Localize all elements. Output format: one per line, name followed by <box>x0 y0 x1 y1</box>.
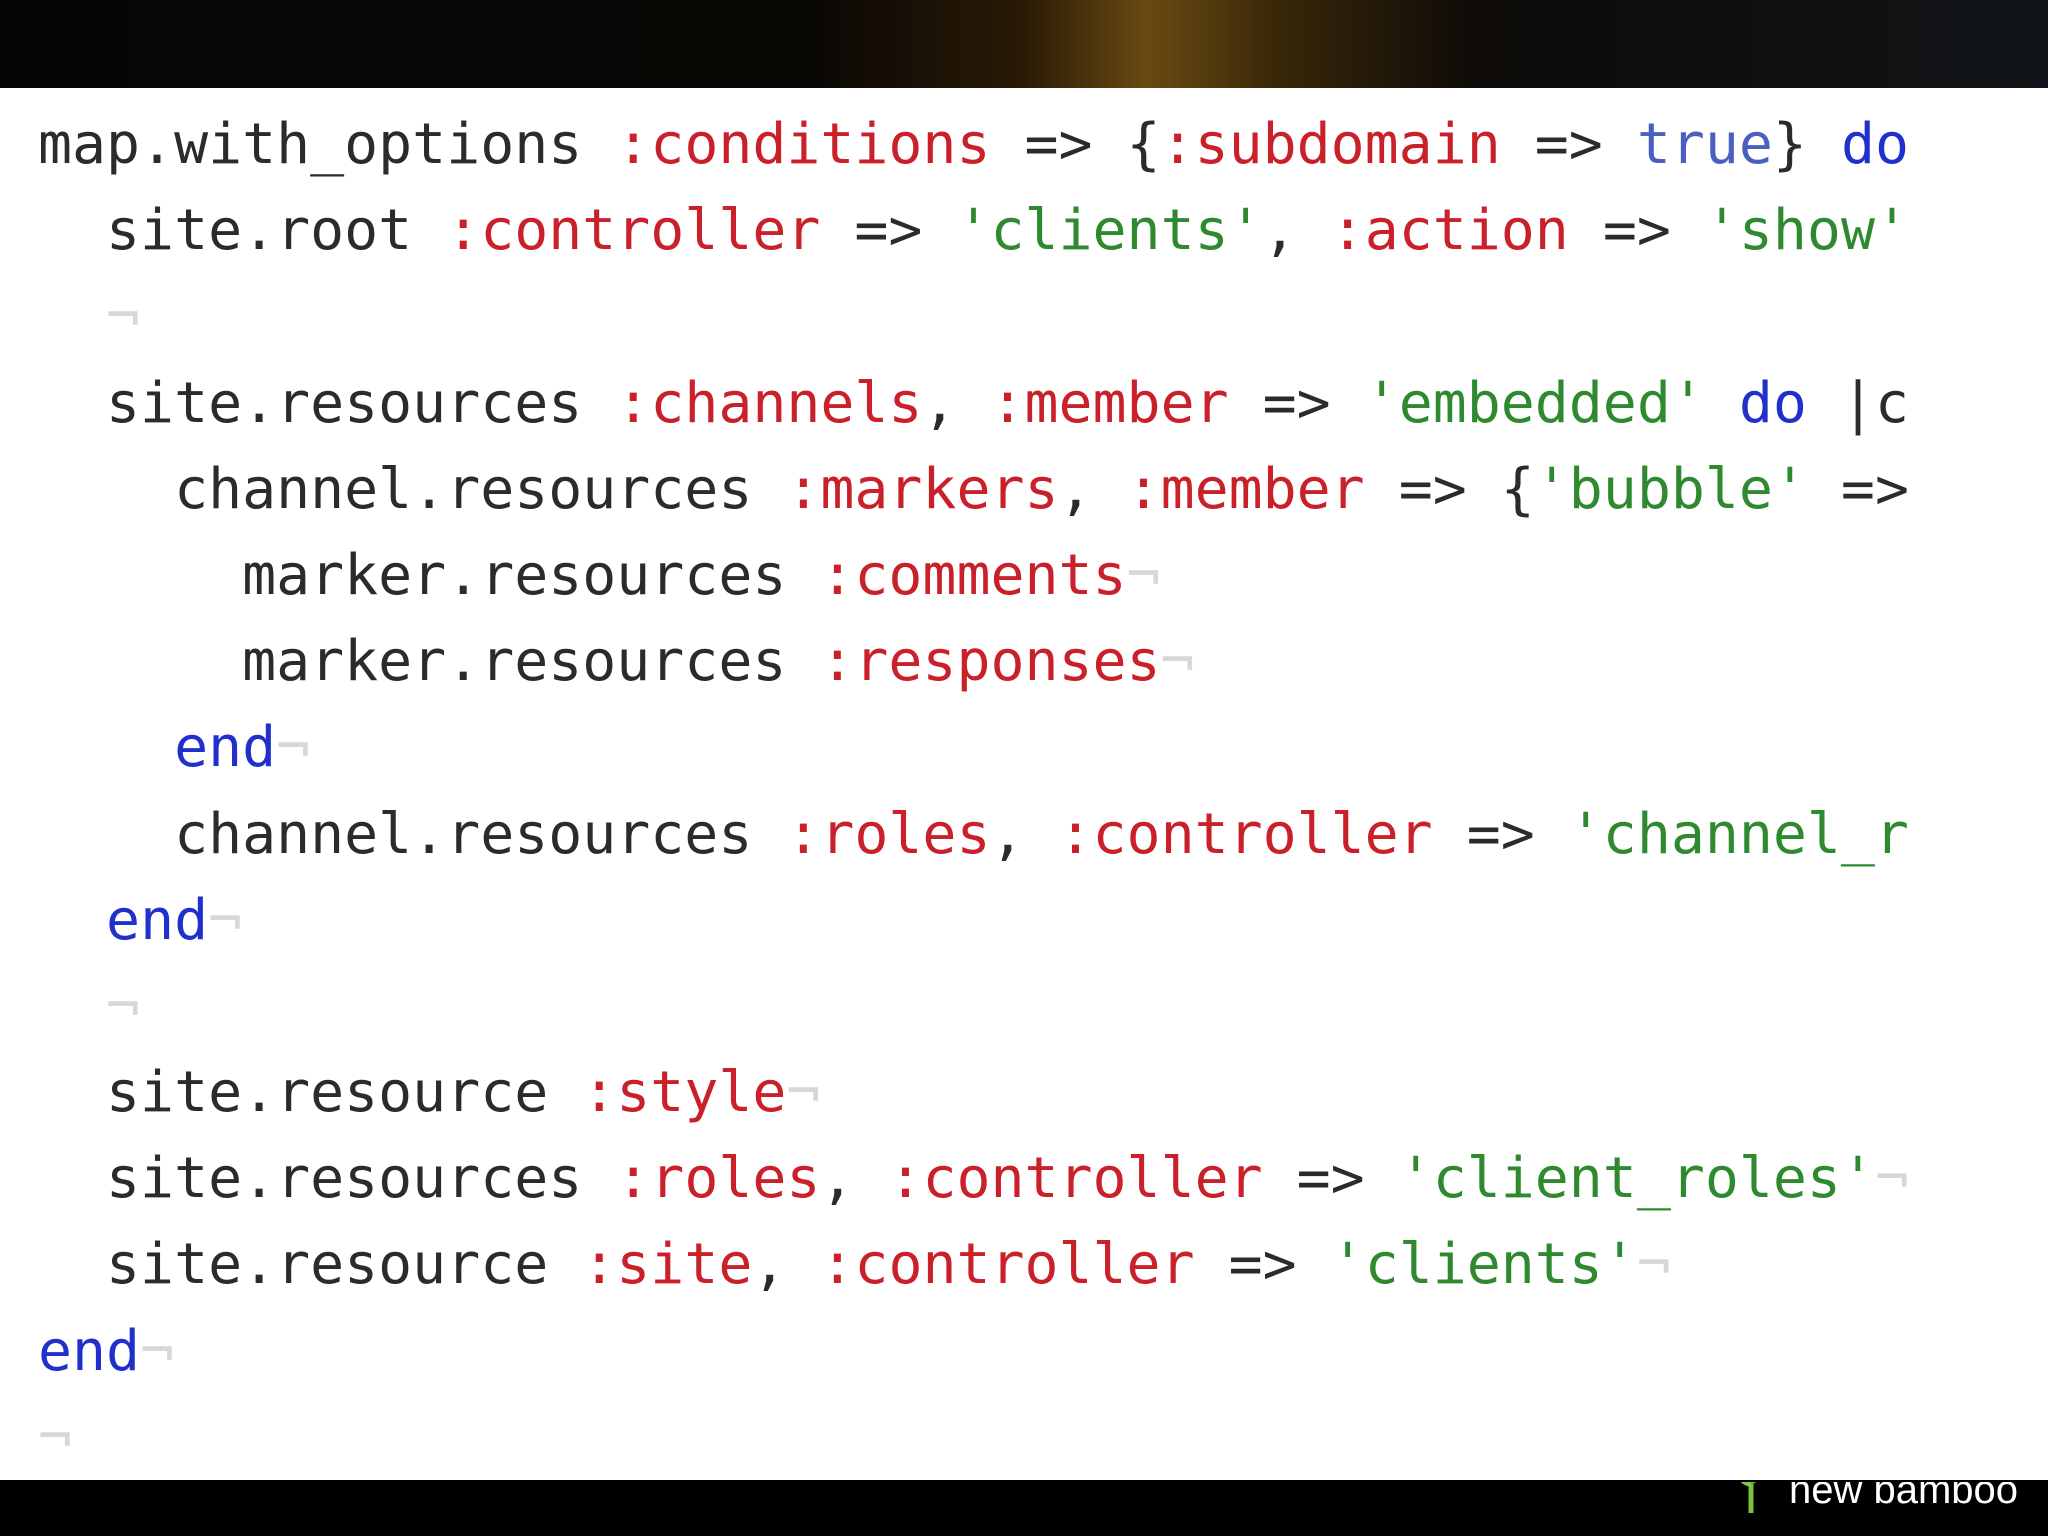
code-token-symbol: :comments <box>820 542 1127 608</box>
code-token-plain: , <box>922 370 991 436</box>
code-token-symbol: :subdomain <box>1160 112 1501 177</box>
code-token-pilcrow: ¬ <box>276 715 311 781</box>
code-token-string: 'channel_r <box>1568 801 1909 867</box>
code-block: map.with_options :conditions => {:subdom… <box>38 102 1909 1480</box>
code-token-plain: |c <box>1806 370 1909 436</box>
code-line: ¬ <box>38 1395 1909 1480</box>
code-token-symbol: :conditions <box>616 112 991 177</box>
code-line: site.resource :style¬ <box>38 1050 1909 1136</box>
code-token-keyword: end <box>106 887 209 953</box>
code-line: ¬ <box>38 274 1909 360</box>
sprout-icon <box>1731 1482 1771 1520</box>
code-token-symbol: :member <box>1126 456 1365 522</box>
code-token-string: 'embedded' <box>1364 370 1705 436</box>
code-token-plain: site.resource <box>38 1060 583 1126</box>
code-token-keyword: do <box>1738 370 1807 436</box>
code-token-plain: channel.resources <box>38 456 787 522</box>
code-token-plain: => <box>1262 1146 1399 1212</box>
code-token-pilcrow: ¬ <box>1874 1146 1909 1212</box>
code-line: marker.resources :responses¬ <box>38 619 1909 705</box>
code-token-symbol: :style <box>582 1060 787 1126</box>
code-token-symbol: :controller <box>820 1232 1195 1298</box>
code-token-plain <box>38 888 106 953</box>
code-token-plain: , <box>1058 456 1127 522</box>
code-token-plain: => { <box>1364 456 1535 522</box>
code-token-plain: , <box>990 801 1059 867</box>
code-line: end¬ <box>38 1309 1909 1395</box>
code-token-symbol: :controller <box>446 198 821 264</box>
code-token-plain: => <box>1568 198 1705 264</box>
code-line: map.with_options :conditions => {:subdom… <box>38 102 1909 188</box>
code-token-string: 'client_roles' <box>1398 1146 1875 1212</box>
code-token-pilcrow: ¬ <box>38 284 141 350</box>
code-token-plain: site.root <box>38 198 447 264</box>
code-token-string: 'show' <box>1704 198 1909 264</box>
code-token-pilcrow: ¬ <box>208 887 243 953</box>
code-token-plain: map.with_options <box>38 112 617 177</box>
code-token-symbol: :site <box>582 1232 753 1298</box>
code-token-plain: => { <box>990 112 1161 177</box>
code-token-plain: => <box>1500 112 1637 177</box>
code-token-pilcrow: ¬ <box>1636 1232 1671 1298</box>
code-token-keyword: end <box>38 1318 141 1384</box>
code-token-plain: , <box>820 1146 889 1212</box>
code-token-plain <box>1705 371 1739 436</box>
code-token-plain: marker.resources <box>38 542 821 608</box>
code-token-pilcrow: ¬ <box>786 1060 821 1126</box>
code-token-keyword: end <box>174 715 277 781</box>
code-token-plain <box>38 715 174 780</box>
code-token-plain: => <box>1228 370 1365 436</box>
code-token-symbol: :action <box>1330 198 1569 264</box>
watermark-logo: new bamboo <box>1731 1467 2018 1520</box>
code-line: end¬ <box>38 878 1909 964</box>
code-token-string: 'clients' <box>956 198 1263 264</box>
code-token-pilcrow: ¬ <box>1160 629 1195 695</box>
code-token-symbol: :controller <box>1058 801 1433 867</box>
code-token-plain: site.resources <box>38 370 617 436</box>
code-line: marker.resources :comments¬ <box>38 533 1909 619</box>
code-token-plain: , <box>1262 198 1331 264</box>
code-line: end¬ <box>38 705 1909 791</box>
code-token-const: true <box>1636 112 1773 177</box>
code-token-keyword: do <box>1840 112 1909 177</box>
code-line: ¬ <box>38 964 1909 1050</box>
code-token-plain: site.resource <box>38 1232 583 1298</box>
code-token-pilcrow: ¬ <box>140 1318 175 1384</box>
code-token-plain: => <box>1194 1232 1331 1298</box>
code-token-plain: => <box>1806 456 1909 522</box>
bottom-letterbox <box>0 1480 2048 1536</box>
watermark-text: new bamboo <box>1788 1467 2018 1512</box>
code-token-symbol: :roles <box>616 1146 821 1212</box>
code-token-plain: channel.resources <box>38 801 787 867</box>
code-token-pilcrow: ¬ <box>38 1404 73 1470</box>
top-letterbox <box>0 0 2048 88</box>
code-token-symbol: :controller <box>888 1146 1263 1212</box>
code-token-plain: , <box>752 1232 821 1298</box>
code-token-symbol: :channels <box>616 370 923 436</box>
code-editor: map.with_options :conditions => {:subdom… <box>0 88 2048 1480</box>
code-token-string: 'clients' <box>1330 1232 1637 1298</box>
code-line: site.root :controller => 'clients', :act… <box>38 188 1909 274</box>
code-line: channel.resources :markers, :member => {… <box>38 447 1909 533</box>
code-token-pilcrow: ¬ <box>1126 542 1161 608</box>
code-token-symbol: :member <box>990 370 1229 436</box>
code-token-plain: => <box>1432 801 1569 867</box>
code-line: channel.resources :roles, :controller =>… <box>38 792 1909 878</box>
code-token-pilcrow: ¬ <box>38 973 141 1039</box>
code-line: site.resource :site, :controller => 'cli… <box>38 1222 1909 1308</box>
code-line: site.resources :roles, :controller => 'c… <box>38 1136 1909 1222</box>
code-token-symbol: :roles <box>786 801 991 867</box>
code-token-symbol: :markers <box>786 456 1059 522</box>
code-token-plain: } <box>1772 112 1841 177</box>
code-token-plain: => <box>820 198 957 264</box>
code-token-string: 'bubble' <box>1534 456 1807 522</box>
code-token-plain: site.resources <box>38 1146 617 1212</box>
code-line: site.resources :channels, :member => 'em… <box>38 361 1909 447</box>
code-token-symbol: :responses <box>820 629 1161 695</box>
code-token-plain: marker.resources <box>38 629 821 695</box>
